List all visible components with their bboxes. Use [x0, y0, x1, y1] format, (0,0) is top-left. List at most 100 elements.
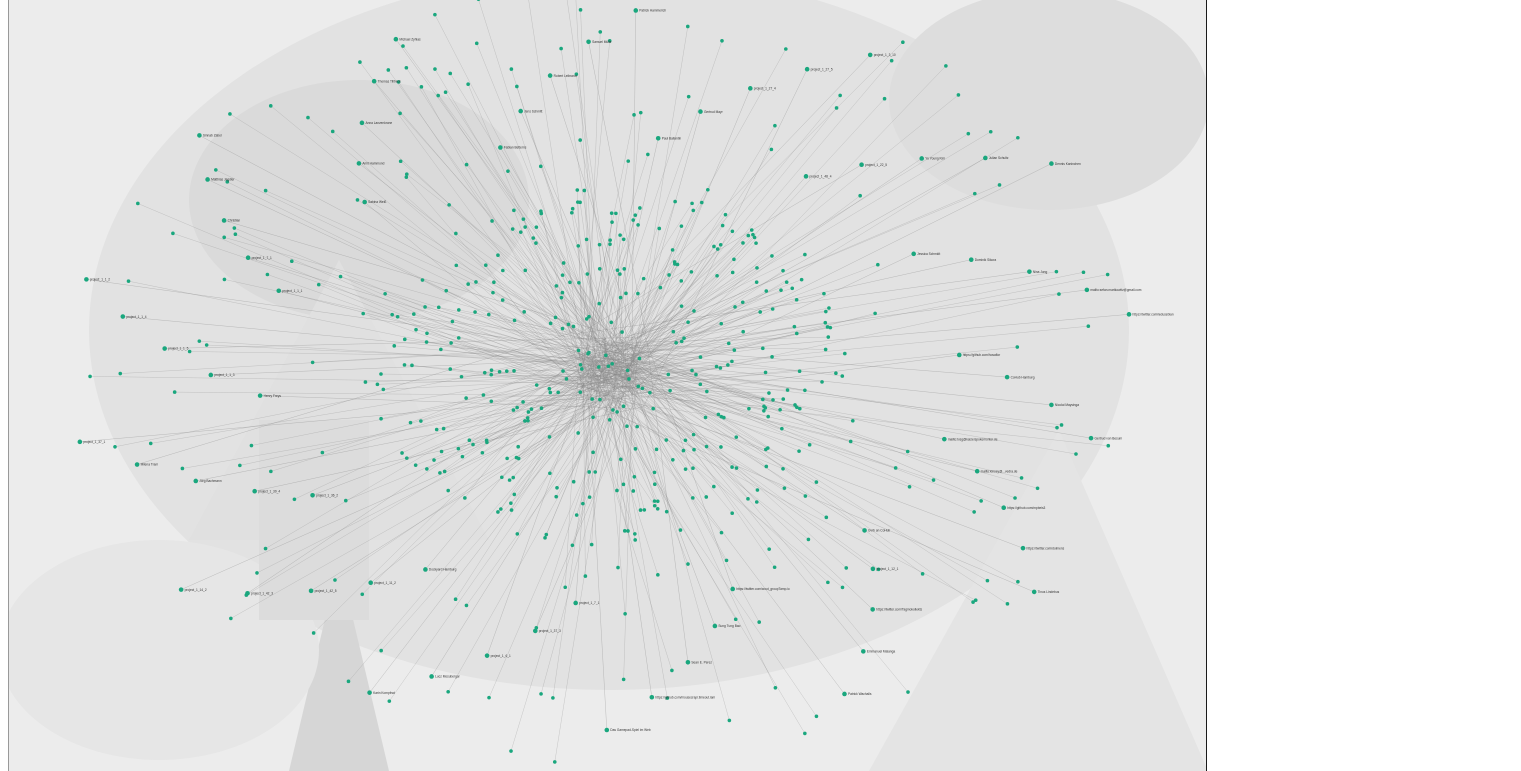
- graph-node[interactable]: [598, 397, 602, 402]
- graph-labeled-node[interactable]: https://twitter.com/ledusebian: [1126, 312, 1174, 317]
- graph-node[interactable]: [765, 446, 770, 450]
- network-graph[interactable]: mailto:tvsg@kaizerspokemontor.demailto:k…: [9, 0, 1207, 771]
- node-dot[interactable]: [586, 39, 591, 45]
- graph-node[interactable]: [395, 315, 400, 319]
- graph-node[interactable]: [358, 60, 362, 64]
- node-dot[interactable]: [310, 493, 315, 498]
- graph-labeled-node[interactable]: Dominik Sikora: [968, 257, 996, 262]
- graph-node[interactable]: [733, 305, 737, 309]
- graph-labeled-node[interactable]: Patrick Hammerich: [633, 8, 666, 13]
- node-dot[interactable]: [245, 255, 251, 261]
- graph-node[interactable]: [534, 241, 538, 245]
- graph-node[interactable]: [580, 367, 584, 371]
- graph-node[interactable]: [664, 438, 669, 442]
- node-dot[interactable]: [1031, 589, 1037, 595]
- graph-node[interactable]: [827, 306, 831, 310]
- graph-node[interactable]: [689, 270, 694, 274]
- graph-node[interactable]: [547, 435, 552, 439]
- graph-node[interactable]: [464, 603, 469, 608]
- graph-node[interactable]: [755, 488, 760, 492]
- graph-node[interactable]: [814, 714, 819, 719]
- graph-node[interactable]: [467, 438, 472, 442]
- graph-node[interactable]: [622, 267, 627, 271]
- graph-node[interactable]: [678, 528, 683, 532]
- graph-node[interactable]: [233, 232, 238, 237]
- graph-node[interactable]: [587, 470, 591, 474]
- node-dot[interactable]: [221, 218, 227, 223]
- graph-node[interactable]: [988, 129, 993, 134]
- graph-node[interactable]: [633, 447, 638, 451]
- graph-node[interactable]: [523, 419, 527, 423]
- graph-node[interactable]: [263, 188, 268, 193]
- graph-node[interactable]: [633, 538, 637, 542]
- graph-node[interactable]: [797, 406, 802, 411]
- graph-node[interactable]: [784, 47, 788, 51]
- graph-node[interactable]: [1055, 425, 1059, 430]
- graph-node[interactable]: [225, 180, 230, 184]
- graph-node[interactable]: [214, 168, 218, 172]
- graph-labeled-node[interactable]: https://github.com/mpbeis3: [1001, 505, 1046, 511]
- graph-node[interactable]: [901, 40, 905, 44]
- graph-labeled-node[interactable]: Amit Hammond: [356, 161, 385, 166]
- graph-node[interactable]: [698, 355, 703, 359]
- graph-node[interactable]: [763, 370, 768, 375]
- graph-node[interactable]: [460, 454, 465, 459]
- graph-node[interactable]: [463, 496, 467, 500]
- graph-node[interactable]: [543, 536, 547, 540]
- graph-node[interactable]: [597, 365, 601, 369]
- graph-labeled-node[interactable]: https://twitter.com/Tagmokollekts: [870, 607, 922, 612]
- graph-node[interactable]: [718, 366, 723, 370]
- graph-node[interactable]: [512, 369, 516, 373]
- node-dot[interactable]: [367, 690, 372, 695]
- graph-node[interactable]: [746, 233, 751, 238]
- node-dot[interactable]: [870, 566, 876, 572]
- graph-node[interactable]: [578, 8, 583, 12]
- graph-node[interactable]: [402, 363, 407, 367]
- graph-node[interactable]: [1005, 602, 1010, 606]
- graph-node[interactable]: [956, 93, 961, 97]
- graph-labeled-node[interactable]: https://github.com/hosaflor: [956, 352, 1001, 358]
- graph-node[interactable]: [330, 129, 335, 134]
- graph-node[interactable]: [621, 677, 626, 682]
- graph-node[interactable]: [633, 213, 638, 217]
- graph-node[interactable]: [641, 276, 646, 281]
- graph-node[interactable]: [238, 463, 242, 468]
- node-dot[interactable]: [257, 393, 263, 398]
- node-dot[interactable]: [919, 156, 924, 161]
- graph-node[interactable]: [633, 532, 637, 536]
- graph-node[interactable]: [889, 58, 894, 63]
- graph-node[interactable]: [509, 501, 513, 505]
- graph-labeled-node[interactable]: https://github.com/mousecrapi.timeout.la…: [649, 694, 716, 700]
- graph-node[interactable]: [654, 447, 659, 452]
- graph-node[interactable]: [497, 369, 502, 374]
- graph-node[interactable]: [383, 291, 387, 296]
- graph-node[interactable]: [666, 372, 671, 377]
- graph-node[interactable]: [560, 326, 565, 331]
- graph-node[interactable]: [761, 346, 765, 351]
- node-dot[interactable]: [859, 162, 864, 168]
- node-dot[interactable]: [1049, 161, 1054, 166]
- graph-node[interactable]: [529, 407, 534, 411]
- graph-node[interactable]: [521, 217, 526, 221]
- graph-node[interactable]: [306, 115, 310, 120]
- graph-node[interactable]: [424, 340, 429, 344]
- graph-node[interactable]: [766, 414, 770, 419]
- graph-labeled-node[interactable]: project_1_6_1: [484, 653, 511, 658]
- graph-node[interactable]: [548, 390, 553, 395]
- node-dot[interactable]: [252, 488, 257, 494]
- graph-node[interactable]: [265, 272, 270, 277]
- node-dot[interactable]: [484, 653, 490, 658]
- graph-node[interactable]: [755, 266, 759, 270]
- graph-node[interactable]: [893, 466, 898, 470]
- graph-node[interactable]: [487, 695, 491, 700]
- graph-labeled-node[interactable]: project_1_37_1: [77, 439, 106, 445]
- graph-node[interactable]: [333, 578, 337, 582]
- graph-node[interactable]: [627, 377, 631, 381]
- graph-node[interactable]: [355, 198, 360, 202]
- node-dot[interactable]: [547, 73, 553, 78]
- graph-node[interactable]: [473, 310, 477, 314]
- graph-node[interactable]: [799, 277, 804, 282]
- graph-node[interactable]: [499, 507, 503, 511]
- graph-node[interactable]: [905, 449, 910, 454]
